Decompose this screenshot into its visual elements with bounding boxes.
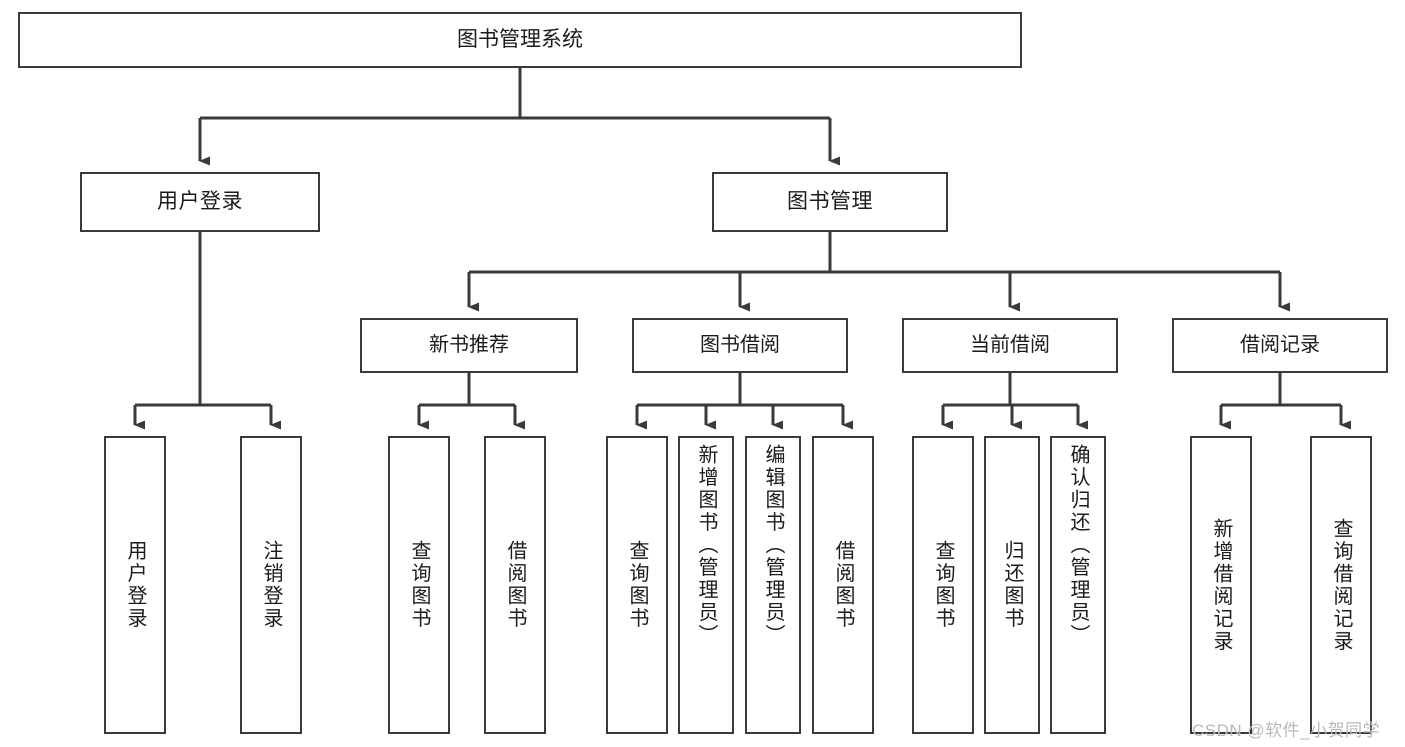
- node-current-borrow-label: 当前借阅: [970, 334, 1050, 357]
- node-user-login[interactable]: 用户登录: [80, 172, 320, 232]
- leaf-logout-login-label: 注销登录: [260, 540, 282, 630]
- leaf-return-book[interactable]: 归还图书: [984, 436, 1040, 734]
- leaf-confirm-return-admin[interactable]: 确认归还（管理员）: [1050, 436, 1106, 734]
- leaf-query-borrow-record-label: 查询借阅记录: [1330, 517, 1352, 653]
- leaf-query-book-borrow[interactable]: 查询图书: [606, 436, 668, 734]
- leaf-borrow-book-borrow-label: 借阅图书: [832, 540, 854, 630]
- leaf-user-login-label: 用户登录: [124, 540, 146, 630]
- leaf-query-book-recommend[interactable]: 查询图书: [388, 436, 450, 734]
- node-book-borrow[interactable]: 图书借阅: [632, 318, 848, 373]
- leaf-add-borrow-record[interactable]: 新增借阅记录: [1190, 436, 1252, 734]
- leaf-query-book-current[interactable]: 查询图书: [912, 436, 974, 734]
- leaf-query-book-recommend-label: 查询图书: [408, 540, 430, 630]
- leaf-add-book-admin[interactable]: 新增图书（管理员）: [678, 436, 734, 734]
- node-root-system-label: 图书管理系统: [457, 28, 583, 52]
- node-user-login-label: 用户登录: [157, 190, 243, 214]
- node-book-management-label: 图书管理: [787, 190, 873, 214]
- node-borrow-record-label: 借阅记录: [1240, 334, 1320, 357]
- node-current-borrow[interactable]: 当前借阅: [902, 318, 1118, 373]
- node-new-book-recommend-label: 新书推荐: [429, 334, 509, 357]
- leaf-edit-book-admin[interactable]: 编辑图书（管理员）: [745, 436, 801, 734]
- leaf-add-borrow-record-label: 新增借阅记录: [1210, 517, 1232, 653]
- leaf-borrow-book-borrow[interactable]: 借阅图书: [812, 436, 874, 734]
- node-borrow-record[interactable]: 借阅记录: [1172, 318, 1388, 373]
- leaf-edit-book-admin-label: 编辑图书（管理员）: [762, 444, 784, 647]
- leaf-query-book-borrow-label: 查询图书: [626, 540, 648, 630]
- leaf-add-book-admin-label: 新增图书（管理员）: [695, 444, 717, 647]
- node-root-system[interactable]: 图书管理系统: [18, 12, 1022, 68]
- leaf-confirm-return-admin-label: 确认归还（管理员）: [1067, 444, 1089, 647]
- leaf-borrow-book-recommend[interactable]: 借阅图书: [484, 436, 546, 734]
- leaf-logout-login[interactable]: 注销登录: [240, 436, 302, 734]
- node-book-management[interactable]: 图书管理: [712, 172, 948, 232]
- leaf-query-borrow-record[interactable]: 查询借阅记录: [1310, 436, 1372, 734]
- leaf-query-book-current-label: 查询图书: [932, 540, 954, 630]
- leaf-user-login[interactable]: 用户登录: [104, 436, 166, 734]
- node-new-book-recommend[interactable]: 新书推荐: [360, 318, 578, 373]
- leaf-borrow-book-recommend-label: 借阅图书: [504, 540, 526, 630]
- node-book-borrow-label: 图书借阅: [700, 334, 780, 357]
- leaf-return-book-label: 归还图书: [1001, 540, 1023, 630]
